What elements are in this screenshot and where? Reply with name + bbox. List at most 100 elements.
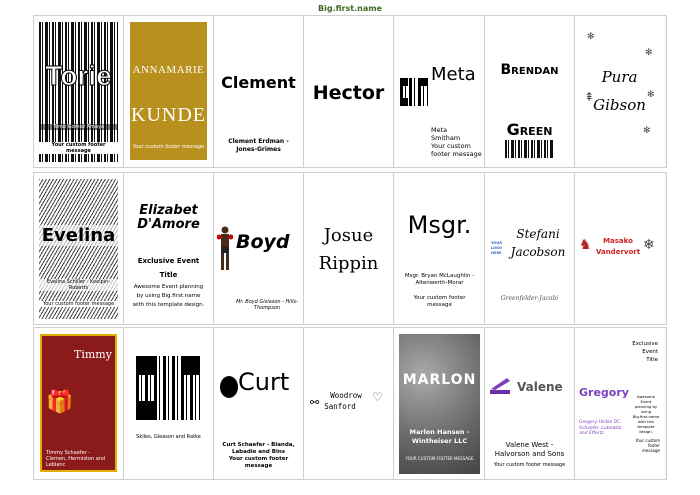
snowflake-icon: ❄ — [643, 237, 655, 253]
card-last-name: Green — [506, 120, 553, 139]
card-footer: Your custom footer message — [39, 301, 118, 307]
card-last-name: Rippin — [318, 253, 379, 274]
card-row-3: Timmy 🎁 Timmy Schaefer - Clemen, Hermist… — [33, 327, 667, 480]
card-footer: Your custom footer message — [132, 144, 205, 150]
snowflake-icon: ✻ — [587, 32, 595, 42]
card-name: Valene — [517, 380, 563, 394]
page-title: Big.first.name — [318, 4, 382, 13]
stapler-icon — [489, 372, 511, 396]
snowflake-icon: ✻ — [647, 90, 655, 100]
card-annamarie[interactable]: ANNAMARIE KUNDE Your custom footer messa… — [124, 16, 214, 167]
snowflake-icon: ✻ — [645, 48, 653, 58]
card-clement[interactable]: Clement Clement Erdman - Jones-Grimes — [214, 16, 304, 167]
card-brendan[interactable]: Brendan Green — [485, 16, 575, 167]
card-footer: Your custom footer message — [635, 438, 660, 453]
card-first-name: ANNAMARIE — [132, 64, 205, 76]
card-name: Boyd — [236, 231, 290, 253]
card-footer: Your custom footer message — [493, 462, 566, 468]
card-name: Clement — [221, 73, 296, 92]
card-josue[interactable]: Josue Rippin — [304, 173, 394, 324]
card-signature: Greenfelder-Jacobi — [500, 295, 559, 302]
card-msgr[interactable]: Msgr. Msgr. Bryan McLaughlin - Altenwert… — [395, 173, 485, 324]
card-stefani[interactable]: YOUR LOGO HERE Stefani Jacobson Greenfel… — [485, 173, 575, 324]
boxer-icon — [216, 225, 234, 273]
card-timmy[interactable]: Timmy 🎁 Timmy Schaefer - Clemen, Hermist… — [34, 328, 124, 479]
gift-icon: 🎁 — [46, 390, 74, 415]
card-company: Schaefer, Lubowitz and Effertz — [579, 426, 622, 436]
event-title-line1: Exclusive Event — [137, 257, 200, 265]
scribble-background — [39, 179, 118, 319]
grunge-background — [399, 334, 480, 474]
card-last-name: KUNDE — [131, 104, 206, 126]
card-subtitle: Clement Erdman - Jones-Grimes — [228, 138, 289, 153]
card-masako[interactable]: ♞ ❄ Masako Vandervort — [575, 173, 664, 324]
card-torie[interactable]: Torie Tomo Gomez Amaya Your custom foote… — [34, 16, 124, 167]
barcode-background — [39, 22, 118, 162]
barcode-icon — [505, 140, 553, 158]
card-subtitle: Tomo Gomez Amaya — [39, 124, 118, 130]
card-qr[interactable]: Skiles, Gleason and Ratke — [124, 328, 214, 479]
gold-panel — [130, 22, 207, 160]
card-footer: Your custom footer message — [228, 456, 289, 469]
card-woodrow[interactable]: ⚯ ♡ Woodrow Sanford — [304, 328, 394, 479]
reindeer-icon: ♞ — [579, 237, 592, 253]
card-hector[interactable]: Hector — [304, 16, 394, 167]
event-title-line1: Exclusive — [632, 341, 658, 347]
card-first-name: Brendan — [500, 62, 559, 78]
card-name: MARLON — [402, 372, 477, 388]
card-last-name: Sanford — [324, 402, 356, 411]
card-first-name: Elizabet — [139, 203, 198, 218]
card-last-name: Gibson — [593, 96, 646, 114]
card-footer: YOUR CUSTOM FOOTER MESSAGE — [405, 456, 474, 461]
card-subtitle: Skiles, Gleason and Ratke — [136, 434, 201, 440]
card-first-name: Masako — [603, 237, 633, 245]
card-elizabet[interactable]: Elizabet D'Amore Exclusive Event Title A… — [124, 173, 214, 324]
card-detail-3: Your custom — [431, 142, 471, 150]
card-subtitle: Gregory Hickle DC — [579, 420, 621, 425]
card-name: Gregory — [579, 386, 629, 399]
card-curt[interactable]: Curt Curt Schaefer - Blanda, Labadie and… — [214, 328, 304, 479]
card-name: Torie — [45, 60, 112, 92]
bone-icon: ⚯ — [310, 396, 320, 409]
card-meta[interactable]: Meta Meta Smitham Your custom footer mes… — [395, 16, 485, 167]
card-subtitle: Marlon Hansen - Wintheiser LLC — [409, 428, 470, 445]
card-footer: Your custom footer message — [39, 142, 118, 154]
card-gregory[interactable]: Exclusive Event Title Gregory Awesome Ev… — [575, 328, 664, 479]
card-boyd[interactable]: Boyd Mr. Boyd Gislason - Hills-Thompson — [214, 173, 304, 324]
card-valene[interactable]: Valene Valene West - Halvorson and Sons … — [485, 328, 575, 479]
event-description: Awesome Event planning by using Big.firs… — [632, 394, 660, 434]
card-subtitle: Curt Schaefer - Blanda, Labadie and Bins — [222, 442, 295, 455]
card-row-1: Torie Tomo Gomez Amaya Your custom foote… — [33, 15, 667, 168]
event-title-line2: Title — [159, 271, 178, 279]
card-first-name: Josue — [323, 225, 374, 246]
card-name: Msgr. — [407, 211, 472, 239]
card-subtitle: Mr. Boyd Gislason - Hills-Thompson — [236, 299, 298, 311]
egg-icon — [220, 376, 238, 398]
event-title-line3: Title — [646, 357, 658, 363]
card-subtitle: Evelina Schiller - Koelpin-Roberts — [39, 279, 118, 291]
snowflake-icon: ✻ — [643, 126, 651, 136]
card-pura[interactable]: ✻ ✻ ✻ ✻ ⇞ Pura Gibson — [575, 16, 664, 167]
qr-code-icon — [136, 356, 200, 420]
event-description: Awesome Event planning by using Big.firs… — [132, 284, 205, 308]
card-name: Timmy — [74, 348, 112, 361]
maroon-panel — [40, 334, 117, 472]
event-title-line2: Event — [642, 349, 658, 355]
card-first-name: Stefani — [516, 227, 560, 241]
tree-icon: ⇞ — [584, 90, 595, 104]
card-evelina[interactable]: Evelina Evelina Schiller - Koelpin-Rober… — [34, 173, 124, 324]
card-row-2: Evelina Evelina Schiller - Koelpin-Rober… — [33, 172, 667, 325]
card-subtitle: Msgr. Bryan McLaughlin - Altenwerth-Mora… — [404, 273, 475, 286]
card-marlon[interactable]: MARLON Marlon Hansen - Wintheiser LLC YO… — [395, 328, 485, 479]
card-last-name: Vandervort — [595, 248, 641, 256]
card-name: Curt — [238, 368, 290, 396]
card-detail-4: footer message — [431, 150, 482, 158]
card-name: Meta — [431, 64, 476, 85]
heart-icon: ♡ — [372, 390, 383, 404]
card-subtitle: Valene West - Halvorson and Sons — [494, 441, 565, 458]
card-last-name: Jacobson — [510, 245, 566, 259]
card-first-name: Pura — [601, 68, 638, 86]
qr-code-icon — [400, 78, 428, 106]
card-first-name: Woodrow — [330, 391, 362, 400]
card-detail-1: Meta — [431, 126, 448, 134]
